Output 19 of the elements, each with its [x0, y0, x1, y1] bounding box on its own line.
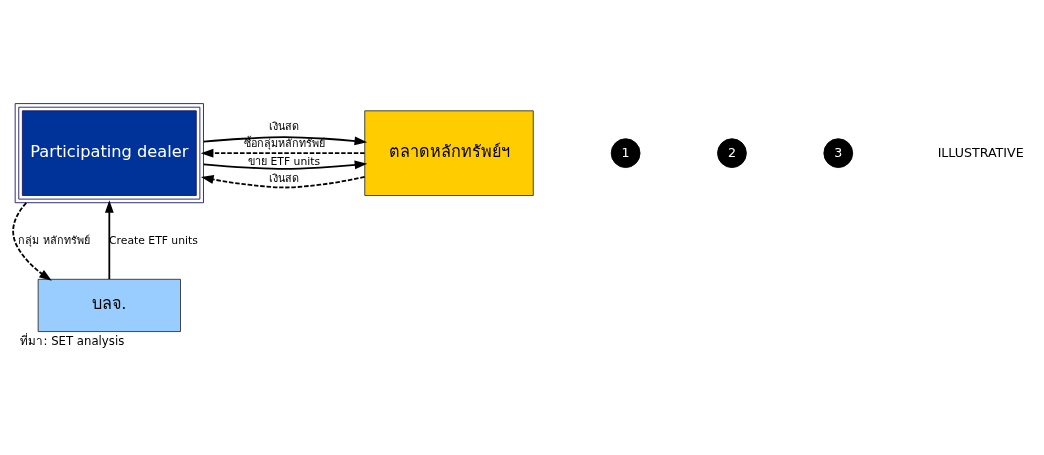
- caption: ที่มา: SET analysis: [20, 333, 125, 348]
- edge-label: Create ETF units: [109, 233, 198, 247]
- arrow: [202, 160, 368, 170]
- label: ILLUSTRATIVE: [937, 144, 1024, 160]
- edge-label: เงินสด: [269, 120, 300, 134]
- arrow: [104, 200, 114, 280]
- edge-label: ซื้อกลุ่มหลักทรัพย์: [243, 137, 325, 151]
- node-circle: 2: [717, 138, 747, 169]
- edge-label: เงินสด: [269, 171, 300, 185]
- node-circle: 1: [610, 138, 641, 169]
- arrow: [200, 148, 366, 158]
- arrow: [202, 136, 368, 146]
- arrow: [12, 201, 52, 281]
- edge-label: กลุ่ม หลักทรัพย์: [18, 233, 90, 247]
- edge-label: ขาย ETF units: [248, 154, 321, 168]
- arrow: [200, 175, 366, 189]
- node-box: ตลาดหลักทรัพย์ฯ: [364, 110, 534, 196]
- node-box: บลจ.: [37, 278, 181, 332]
- node-circle: 3: [823, 138, 854, 169]
